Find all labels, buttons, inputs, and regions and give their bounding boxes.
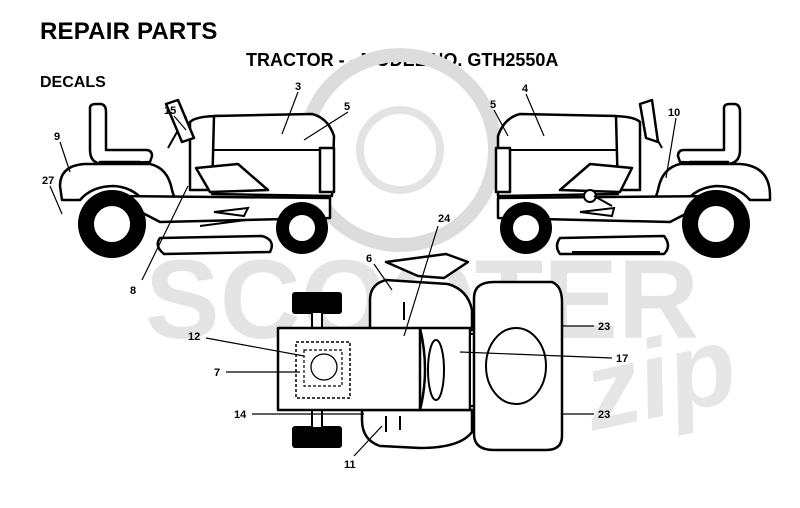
- callout-7: 7: [214, 367, 220, 379]
- callout-11: 11: [344, 459, 356, 471]
- left-front-rim: [287, 213, 317, 243]
- tractor-top-view: [276, 252, 564, 452]
- callout-14: 14: [234, 409, 247, 421]
- top-right-rear-tire: [292, 426, 342, 448]
- callout-9: 9: [54, 131, 60, 143]
- callout-5-left: 5: [344, 101, 350, 113]
- right-front-rim: [511, 213, 541, 243]
- tractor-right-side-view: [494, 98, 772, 258]
- callout-15: 15: [164, 105, 176, 117]
- callout-3: 3: [295, 81, 301, 93]
- watermark-logo-center: [356, 106, 444, 194]
- callout-10: 10: [668, 107, 680, 119]
- right-rear-rim: [696, 204, 736, 244]
- callout-6: 6: [366, 253, 372, 265]
- top-left-rear-tire: [292, 292, 342, 314]
- callout-24: 24: [438, 213, 451, 225]
- callout-23-top: 23: [598, 321, 610, 333]
- callout-12: 12: [188, 331, 200, 343]
- page-title: REPAIR PARTS: [40, 18, 218, 45]
- callout-27: 27: [42, 175, 54, 187]
- callout-4: 4: [522, 83, 529, 95]
- tractor-left-side-view: [58, 98, 336, 258]
- left-rear-rim: [92, 204, 132, 244]
- callout-8: 8: [130, 285, 136, 297]
- section-title: DECALS: [40, 74, 106, 91]
- leader-lines: [49, 91, 677, 457]
- callout-5-right: 5: [490, 99, 496, 111]
- callout-23-bottom: 23: [598, 409, 610, 421]
- callout-labels: 3 5 15 9 27 8 5 4 10 24 6 12 7 14 11 23 …: [42, 81, 680, 471]
- callout-17: 17: [616, 353, 628, 365]
